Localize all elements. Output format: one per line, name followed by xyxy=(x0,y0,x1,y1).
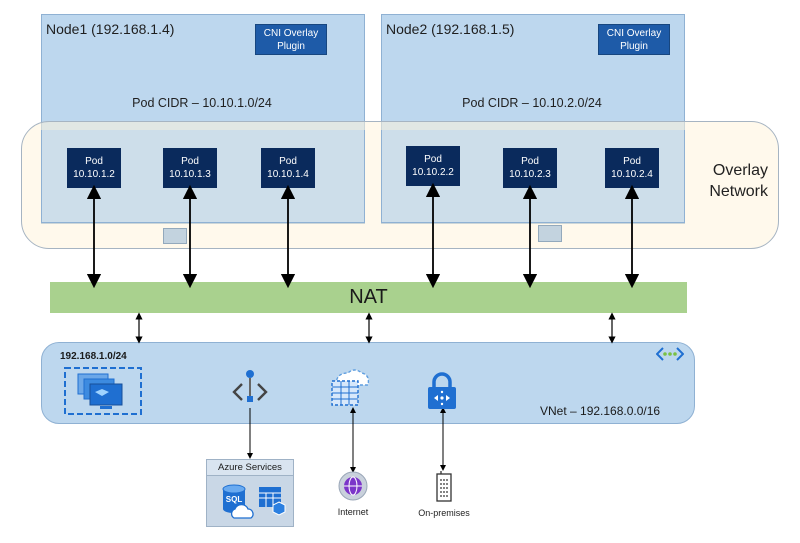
pod-label: Pod xyxy=(424,154,442,165)
pod-10-10-1-2: Pod 10.10.1.2 xyxy=(67,148,121,188)
pod-10-10-2-2: Pod 10.10.2.2 xyxy=(406,146,460,186)
vnet-label: VNet – 192.168.0.0/16 xyxy=(540,404,661,418)
vnet-subnet-label: 192.168.1.0/24 xyxy=(60,351,127,362)
internet-label: Internet xyxy=(337,507,369,517)
node1-pod-cidr: Pod CIDR – 10.10.1.0/24 xyxy=(132,96,272,110)
nat-bar: NAT xyxy=(50,282,687,313)
vpn-gateway-lock-icon xyxy=(425,372,459,412)
overlay-label-line1: Overlay xyxy=(712,162,768,179)
node1-title: Node1 (192.168.1.4) xyxy=(46,21,175,37)
pod-ip: 10.10.1.4 xyxy=(267,169,309,180)
pod-ip: 10.10.1.2 xyxy=(73,169,115,180)
pod-label: Pod xyxy=(521,156,539,167)
vnet-peering-icon xyxy=(655,346,685,362)
pod-ip: 10.10.2.3 xyxy=(509,169,551,180)
pod-10-10-1-3: Pod 10.10.1.3 xyxy=(163,148,217,188)
node1-cni-plugin: CNI Overlay Plugin xyxy=(255,24,327,55)
pod-10-10-2-4: Pod 10.10.2.4 xyxy=(605,148,659,188)
globe-icon xyxy=(338,471,368,501)
node2-title: Node2 (192.168.1.5) xyxy=(386,21,515,37)
pod-label: Pod xyxy=(181,156,199,167)
node2-pod-cidr: Pod CIDR – 10.10.2.0/24 xyxy=(462,96,602,110)
pod-ip: 10.10.2.2 xyxy=(412,167,454,178)
pod-ip: 10.10.1.3 xyxy=(169,169,211,180)
azure-services-title: Azure Services xyxy=(207,460,293,476)
pod-10-10-2-3: Pod 10.10.2.3 xyxy=(503,148,557,188)
overlay-network-label: Overlay Network xyxy=(688,160,768,202)
azure-services-card: Azure Services SQL xyxy=(206,459,294,527)
pod-ip: 10.10.2.4 xyxy=(611,169,653,180)
sql-label: SQL xyxy=(225,495,243,504)
pod-label: Pod xyxy=(85,156,103,167)
pod-label: Pod xyxy=(623,156,641,167)
node2-nic-square xyxy=(538,225,562,242)
app-service-icon xyxy=(257,484,287,516)
vm-scale-set-icon xyxy=(64,367,142,415)
building-icon xyxy=(433,470,455,502)
load-balancer-icon xyxy=(230,368,270,410)
pod-10-10-1-4: Pod 10.10.1.4 xyxy=(261,148,315,188)
nat-label: NAT xyxy=(349,286,388,308)
onpremises-label: On-premises xyxy=(418,508,470,518)
cloud-icon xyxy=(229,503,255,520)
nsg-table-icon xyxy=(328,367,372,409)
node2-cni-plugin: CNI Overlay Plugin xyxy=(598,24,670,55)
overlay-label-line2: Network xyxy=(709,183,768,200)
pod-label: Pod xyxy=(279,156,297,167)
